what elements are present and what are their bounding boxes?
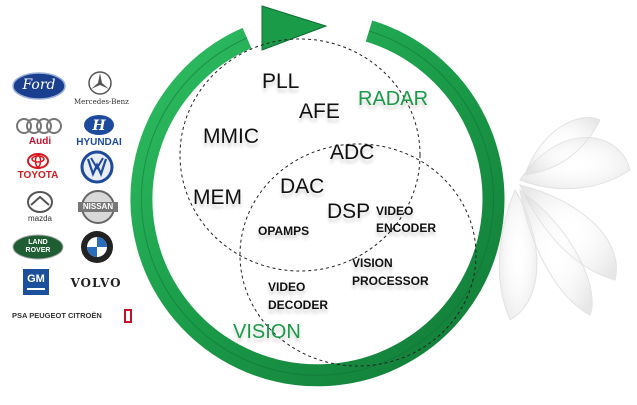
ford-oval-logo-icon — [12, 72, 66, 100]
vision-set-circle — [239, 143, 477, 367]
video-encoder-line-1: VIDEO — [376, 204, 414, 218]
hyundai-logo: H HYUNDAI — [70, 114, 128, 150]
four-rings-icon — [16, 118, 62, 134]
radar-set-circle — [179, 38, 421, 272]
vw-icon — [80, 150, 114, 184]
psa-logo: PSA PEUGEOT CITROËN — [12, 308, 132, 326]
gm-logo: GM — [22, 268, 50, 296]
toyota-logo-text: TOYOTA — [17, 170, 59, 181]
three-pointed-star-icon — [88, 71, 112, 95]
volvo-logo: VOLVO — [64, 275, 128, 291]
item-mmic: MMIC — [203, 125, 259, 148]
mercedes-logo: Mercedes-Benz — [74, 70, 129, 110]
item-video-encoder: VIDEO ENCODER — [376, 203, 436, 237]
land-rover-logo: LAND ROVER — [12, 234, 64, 260]
svg-text:H: H — [91, 118, 106, 134]
item-vision-processor: VISION PROCESSOR — [352, 254, 429, 290]
toyota-logo: TOYOTA — [8, 152, 68, 184]
item-afe: AFE — [299, 100, 340, 123]
volvo-logo-text: VOLVO — [70, 276, 122, 290]
nissan-logo: NISSAN — [76, 188, 120, 226]
mazda-wings-icon — [27, 191, 53, 213]
vision-processor-line-1: VISION — [352, 256, 393, 270]
gm-square-icon — [23, 269, 49, 295]
hyundai-logo-text: HYUNDAI — [76, 137, 122, 148]
item-opamps: OPAMPS — [258, 224, 310, 238]
bmw-roundel-icon — [81, 231, 113, 263]
hyundai-h-icon: H — [84, 115, 114, 135]
land-rover-line-1: LAND — [28, 239, 48, 246]
toyota-ellipses-icon — [27, 153, 49, 169]
cycle-arrow-head — [261, 5, 328, 51]
psa-mark-icon — [124, 309, 132, 323]
land-rover-line-2: ROVER — [25, 247, 51, 254]
item-mem: MEM — [193, 186, 242, 209]
item-dsp: DSP — [327, 200, 371, 223]
audi-logo-text: Audi — [28, 136, 52, 147]
psa-logo-text: PSA PEUGEOT CITROËN — [12, 311, 102, 320]
video-encoder-line-2: ENCODER — [376, 221, 437, 235]
decorative-flower-watermark — [498, 116, 631, 321]
radar-set-title: RADAR — [358, 88, 429, 110]
nissan-badge-icon — [78, 190, 118, 224]
mercedes-logo-text: Mercedes-Benz — [74, 98, 129, 106]
video-decoder-line-2: DECODER — [268, 298, 329, 312]
item-video-decoder: VIDEO DECODER — [268, 278, 328, 314]
vision-processor-line-2: PROCESSOR — [352, 274, 429, 288]
gm-logo-text: GM — [27, 273, 45, 285]
mazda-logo: mazda — [18, 190, 62, 226]
item-dac: DAC — [280, 175, 325, 198]
item-pll: PLL — [262, 70, 300, 93]
bmw-logo — [80, 230, 114, 264]
nissan-logo-text: NISSAN — [82, 202, 114, 211]
ford-logo-text: Ford — [22, 77, 56, 93]
mazda-logo-text: mazda — [27, 214, 52, 223]
audi-logo: Audi — [14, 116, 66, 150]
land-rover-logo-text: LAND ROVER — [12, 239, 64, 255]
land-rover-oval-icon — [12, 234, 64, 260]
video-decoder-line-1: VIDEO — [268, 280, 306, 294]
volkswagen-logo — [80, 150, 114, 184]
vision-set-title: VISION — [233, 321, 301, 343]
item-adc: ADC — [330, 141, 375, 164]
ford-logo: Ford — [12, 72, 66, 100]
